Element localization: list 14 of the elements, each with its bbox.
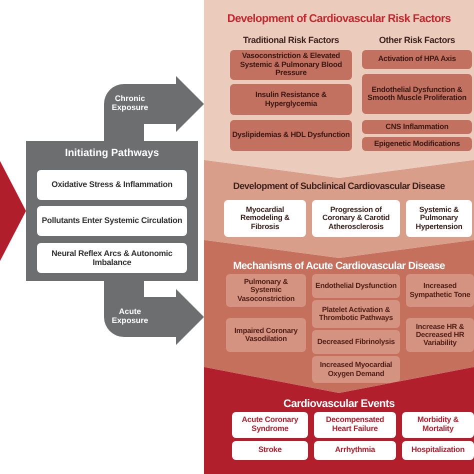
- panel-title: Mechanisms of Acute Cardiovascular Disease: [232, 261, 446, 272]
- pathway-box: Pollutants Enter Systemic Circulation: [37, 206, 187, 236]
- pathway-box: Neural Reflex Arcs & Autonomic Imbalance: [37, 243, 187, 273]
- pathway-panel: [26, 141, 198, 281]
- arrow: [104, 281, 204, 345]
- panel-title: Development of Subclinical Cardiovascular Disease: [232, 181, 446, 191]
- panel-title: Initiating Pathways: [64, 148, 160, 159]
- arrow: [0, 161, 26, 261]
- panel-title: Cardiovascular Events: [282, 398, 396, 410]
- column-heading: Traditional Risk Factors: [242, 35, 340, 45]
- panel-title: Development of Cardiovascular Risk Factors: [226, 13, 452, 25]
- arrow: [104, 76, 204, 141]
- column-heading: Other Risk Factors: [378, 35, 456, 45]
- pathway-box: Oxidative Stress & Inflammation: [37, 170, 187, 200]
